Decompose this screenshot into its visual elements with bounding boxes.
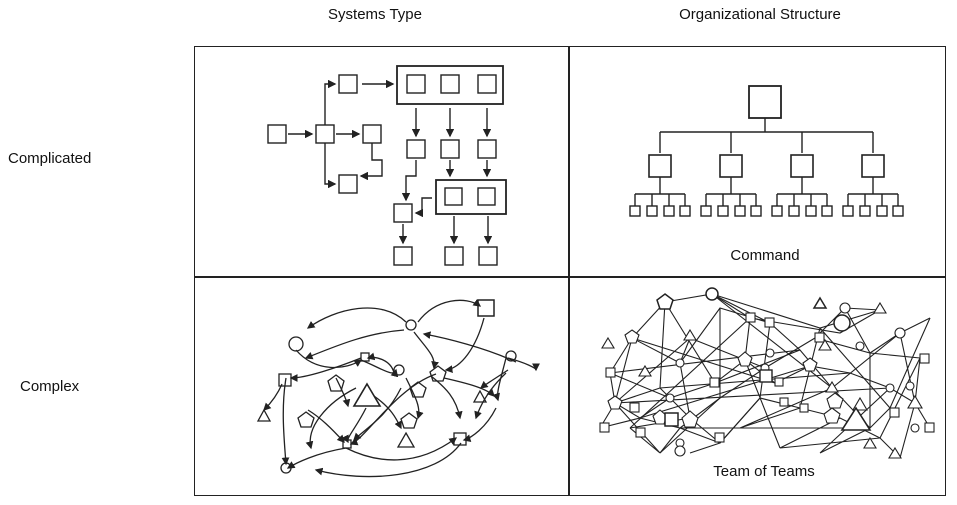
grid-divider-vertical [568, 46, 570, 496]
column-header-systems-type: Systems Type [328, 6, 422, 23]
row-label-complicated: Complicated [8, 150, 92, 167]
team-of-teams-network: Team of Teams [570, 278, 945, 495]
comparison-grid [194, 46, 946, 496]
row-label-complex: Complex [20, 378, 80, 395]
column-header-organizational-structure: Organizational Structure [679, 6, 841, 23]
grid-divider-horizontal [194, 276, 946, 278]
caption-team-of-teams: Team of Teams [713, 463, 815, 480]
complex-system-diagram [196, 278, 567, 495]
caption-command: Command [730, 247, 800, 264]
command-org-chart: Command [570, 48, 945, 275]
complicated-system-diagram [196, 48, 567, 275]
